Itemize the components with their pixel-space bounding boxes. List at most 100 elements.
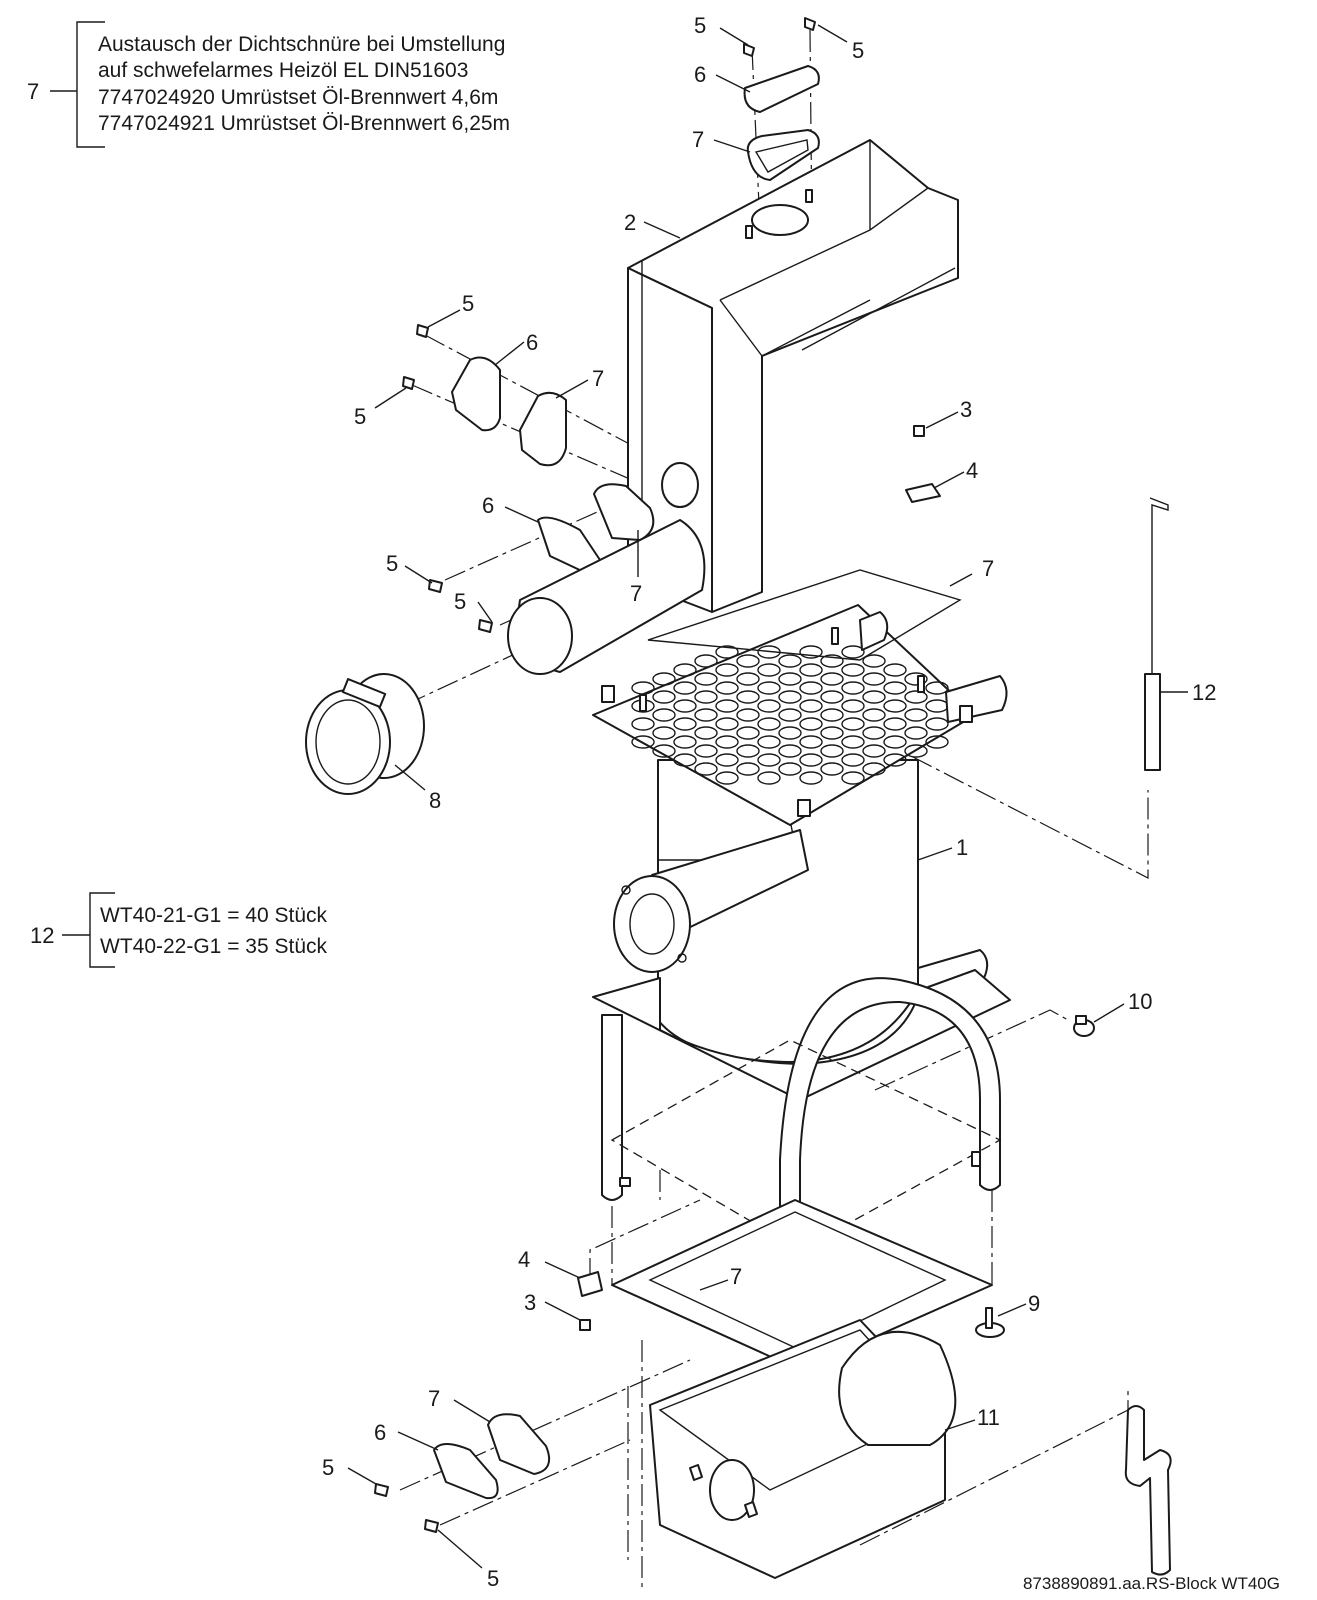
callout-5-bottom-upper: 5 xyxy=(322,1455,334,1480)
tube-hole xyxy=(841,699,865,713)
tube-hole xyxy=(862,708,886,722)
tube-hole xyxy=(883,699,907,713)
tube-hole xyxy=(883,663,907,677)
tube-hole xyxy=(841,645,865,659)
tube-hole xyxy=(673,753,697,767)
tube-hole xyxy=(652,690,676,704)
tube-hole xyxy=(757,681,781,695)
tube-hole xyxy=(820,708,844,722)
tube-hole xyxy=(652,708,676,722)
lower-gasket-frame xyxy=(577,1199,1005,1371)
tube-hole xyxy=(841,663,865,677)
siphon xyxy=(1124,1405,1172,1576)
tube-hole xyxy=(862,690,886,704)
tube-note: 12 WT40-21-G1 = 40 Stück WT40-22-G1 = 35… xyxy=(30,892,328,968)
tube-hole xyxy=(862,762,886,776)
tube-hole xyxy=(820,690,844,704)
callout-7-top: 7 xyxy=(692,127,704,152)
condensate-tray xyxy=(649,1319,1172,1579)
tube-hole xyxy=(715,699,739,713)
tube-hole xyxy=(694,744,718,758)
callout-5-upper-side: 5 xyxy=(462,291,474,316)
tube-hole xyxy=(862,654,886,668)
callout-leaders xyxy=(347,24,1188,1569)
tube-hole xyxy=(799,717,823,731)
callout-numbers: 5 5 6 7 2 5 6 7 5 3 4 6 5 5 7 7 12 8 1 1… xyxy=(322,13,1216,1591)
tube-hole xyxy=(883,717,907,731)
top-cover-plate xyxy=(743,65,820,113)
tube-hole xyxy=(694,690,718,704)
tube-hole xyxy=(715,771,739,785)
tube-hole xyxy=(820,654,844,668)
upper-cover-plate xyxy=(451,356,501,432)
tube-hole xyxy=(904,690,928,704)
callout-11: 11 xyxy=(977,1405,1000,1430)
hose-clamp xyxy=(1073,1015,1095,1037)
tube-hole xyxy=(820,726,844,740)
tube-hole xyxy=(715,645,739,659)
tube-note-line-2: WT40-22-G1 = 35 Stück xyxy=(100,935,328,958)
tube-hole xyxy=(883,753,907,767)
callout-4-top: 4 xyxy=(966,458,978,483)
callout-7-bottom: 7 xyxy=(428,1386,440,1411)
tube-hole xyxy=(715,735,739,749)
callout-7-mid: 7 xyxy=(630,581,642,606)
callout-6-top: 6 xyxy=(694,62,706,87)
tube-hole xyxy=(820,744,844,758)
tube-hole xyxy=(736,762,760,776)
callout-6-mid: 6 xyxy=(482,493,494,518)
callout-8: 8 xyxy=(429,788,441,813)
tube-hole xyxy=(736,708,760,722)
gasket-note-line-4: 7747024921 Umrüstset Öl-Brennwert 6,25m xyxy=(98,112,510,135)
tube-hole xyxy=(757,645,781,659)
lower-cover-plate xyxy=(433,1443,499,1500)
tube-hole xyxy=(862,672,886,686)
tube-hole xyxy=(799,753,823,767)
tube-hole xyxy=(883,735,907,749)
tube-hole xyxy=(694,654,718,668)
tube-hole xyxy=(652,726,676,740)
tube-hole xyxy=(757,753,781,767)
tube-hole xyxy=(904,744,928,758)
tube-hole xyxy=(673,717,697,731)
tube-hole xyxy=(778,762,802,776)
callout-5-upper-side-lower: 5 xyxy=(354,404,366,429)
tube-hole xyxy=(673,663,697,677)
tube-hole xyxy=(736,654,760,668)
tube-hole xyxy=(757,699,781,713)
upper-gasket xyxy=(519,391,567,467)
tube-hole xyxy=(820,672,844,686)
tube-hole xyxy=(631,681,655,695)
callout-3-bottom: 3 xyxy=(524,1290,536,1315)
tube-hole xyxy=(715,681,739,695)
tube-hole xyxy=(841,717,865,731)
callout-10: 10 xyxy=(1128,989,1152,1014)
tube-hole xyxy=(694,708,718,722)
tube-hole xyxy=(631,735,655,749)
tube-hole xyxy=(778,690,802,704)
tube-hole xyxy=(736,672,760,686)
tube-hole xyxy=(694,726,718,740)
gasket-note-line-2: auf schwefelarmes Heizöl EL DIN51603 xyxy=(98,59,468,82)
clamp-ring xyxy=(305,673,425,795)
callout-6-upper-side: 6 xyxy=(526,330,538,355)
callout-3-top: 3 xyxy=(960,397,972,422)
tube-hole xyxy=(778,654,802,668)
tube-hole xyxy=(925,717,949,731)
callout-5-top-left: 5 xyxy=(694,13,706,38)
tube-hole xyxy=(841,771,865,785)
tube-hole xyxy=(715,663,739,677)
upper-side-cover-assembly xyxy=(402,324,699,633)
tube-hole xyxy=(799,681,823,695)
nut-top xyxy=(913,425,925,437)
tube-hole xyxy=(778,708,802,722)
lower-gasket xyxy=(487,1413,550,1475)
tube-hole xyxy=(904,672,928,686)
tube-hole xyxy=(904,726,928,740)
callout-7-lower-frame: 7 xyxy=(730,1264,742,1289)
tube-hole xyxy=(925,681,949,695)
washer-bottom xyxy=(577,1271,603,1297)
tube-hole xyxy=(631,717,655,731)
tube-note-line-1: WT40-21-G1 = 40 Stück xyxy=(100,904,328,927)
